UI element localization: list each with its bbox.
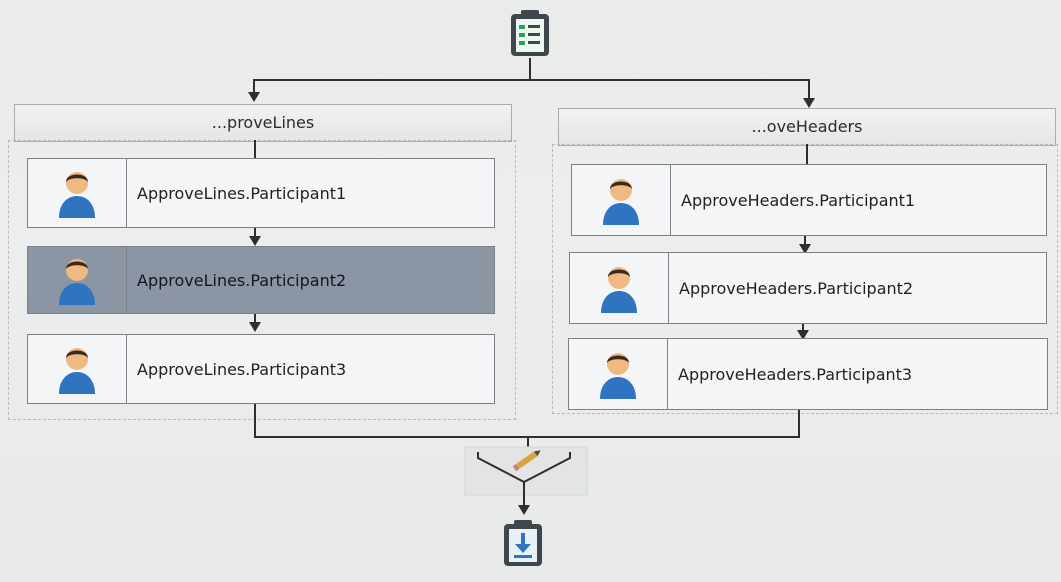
connector [254,140,256,158]
participant-row[interactable]: ApproveHeaders.Participant2 [569,252,1047,324]
connector [523,482,525,508]
participant-label: ApproveLines.Participant2 [137,270,347,290]
stage-body [552,144,1058,414]
participant-label: ApproveHeaders.Participant3 [678,364,913,384]
connector [802,324,804,334]
stage-title: ...oveHeaders [751,117,863,136]
participant-label: ApproveLines.Participant1 [137,183,347,203]
connector-arrow [248,92,260,102]
user-icon [59,172,95,218]
stage-header[interactable]: ...proveLines [14,104,512,142]
start-node[interactable] [508,8,552,58]
connector [253,79,255,93]
participant-row[interactable]: ApproveLines.Participant2 [27,246,495,314]
stage-header[interactable]: ...oveHeaders [558,108,1056,146]
user-icon [601,267,637,313]
connector-arrow [797,330,809,340]
connector-arrow [799,244,811,254]
connector [808,79,810,99]
connector [254,314,256,326]
participant-row[interactable]: ApproveLines.Participant3 [27,334,495,404]
connector [806,144,808,164]
download-arrow-icon [504,520,542,566]
participant-row[interactable]: ApproveHeaders.Participant1 [571,164,1047,236]
participant-label: ApproveHeaders.Participant1 [681,190,916,210]
connector-arrow [518,505,530,515]
merge-node[interactable] [464,446,588,496]
end-node[interactable] [501,518,545,568]
connector [253,79,810,81]
user-icon [603,179,639,225]
connector [798,410,800,438]
participant-label: ApproveHeaders.Participant2 [679,278,914,298]
user-icon [600,353,636,399]
task-list-icon [511,10,549,56]
user-icon [59,348,95,394]
connector [527,436,529,450]
pencil-icon [512,450,541,472]
connector [529,58,531,80]
participant-row[interactable]: ApproveHeaders.Participant3 [568,338,1048,410]
stage-title: ...proveLines [211,113,315,132]
user-icon [59,259,95,305]
connector-arrow [249,236,261,246]
stage-body [8,140,516,420]
participant-row[interactable]: ApproveLines.Participant1 [27,158,495,228]
connector [254,404,256,438]
connector [804,236,806,248]
connector [254,228,256,240]
connector-arrow [803,98,815,108]
participant-label: ApproveLines.Participant3 [137,359,347,379]
connector-arrow [249,322,261,332]
